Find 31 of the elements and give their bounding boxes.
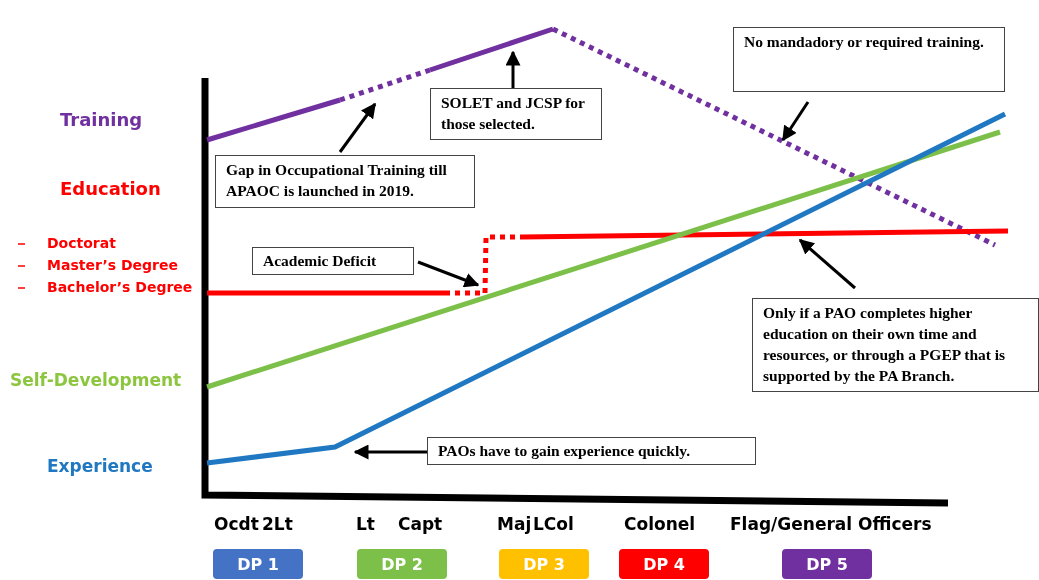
arrow bbox=[417, 260, 480, 288]
axis-label: Self-Development bbox=[10, 372, 182, 389]
phase-badge: DP 4 bbox=[619, 549, 709, 579]
rank-label: Maj bbox=[497, 516, 532, 533]
rank-label: Flag/General Officers bbox=[730, 516, 932, 533]
phase-badge: DP 1 bbox=[213, 549, 303, 579]
arrow bbox=[353, 444, 427, 460]
callout-box: Only if a PAO completes higher education on their own time and resources, or through a PGEP that is supported by the PA Branch. bbox=[752, 298, 1039, 392]
rank-label: 2Lt bbox=[262, 516, 293, 533]
degree-label: Doctorat bbox=[47, 236, 116, 250]
arrow bbox=[798, 238, 856, 290]
axis-label: Experience bbox=[47, 458, 153, 475]
degree-label: Bachelor’s Degree bbox=[47, 280, 193, 294]
phase-badge: DP 2 bbox=[357, 549, 447, 579]
rank-label: LCol bbox=[533, 516, 574, 533]
callout-box: PAOs have to gain experience quickly. bbox=[427, 437, 756, 465]
axis-label: Training bbox=[60, 111, 143, 129]
degree-label: Master’s Degree bbox=[47, 258, 178, 272]
callout-box: SOLET and JCSP for those selected. bbox=[430, 88, 602, 140]
phase-badge: DP 3 bbox=[499, 549, 589, 579]
callout-box: Academic Deficit bbox=[252, 247, 414, 275]
rank-label: Ocdt bbox=[214, 516, 259, 533]
axis-label: Education bbox=[60, 180, 161, 198]
arrow bbox=[781, 101, 810, 142]
arrow bbox=[505, 50, 521, 88]
arrow bbox=[338, 102, 377, 153]
callout-box: No mandadory or required training. bbox=[733, 27, 1005, 92]
callout-box: Gap in Occupational Training till APAOC is launched in 2019. bbox=[215, 155, 475, 208]
rank-label: Colonel bbox=[624, 516, 696, 533]
phase-badge: DP 5 bbox=[782, 549, 872, 579]
rank-label: Lt bbox=[356, 516, 375, 533]
